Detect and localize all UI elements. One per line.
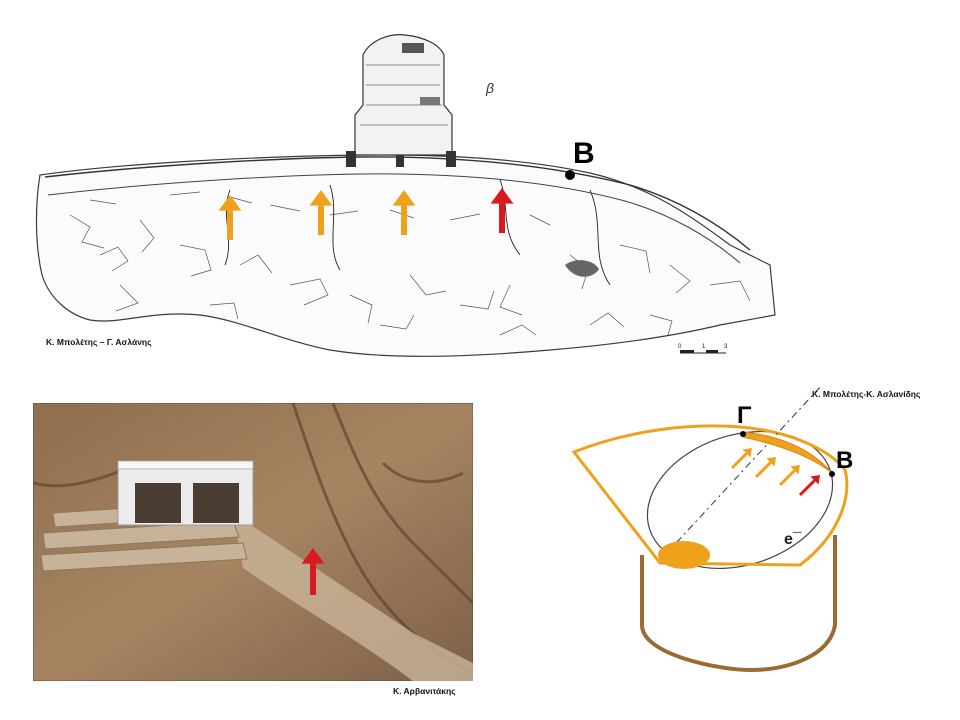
- stone-frames: [117, 460, 254, 526]
- orange-outline: [571, 424, 849, 567]
- ledge-band-lower: [47, 173, 741, 264]
- schema-arrow-3: [778, 465, 800, 487]
- label-gamma: Γ: [737, 402, 752, 429]
- schema-credit: Κ. Μπολέτης-Κ. Ασλανίδης: [812, 389, 921, 399]
- scale-mid: 1: [702, 344, 706, 350]
- scale-bar: 0 1 3: [678, 344, 728, 354]
- point-gamma-marker: [740, 431, 746, 437]
- rock-cracks: [224, 179, 611, 286]
- survey-arrow-4: [490, 188, 514, 233]
- cavity: [565, 260, 599, 277]
- survey-arrow-3: [392, 190, 416, 235]
- orange-blob: [658, 541, 710, 569]
- photo-arrow: [301, 548, 325, 595]
- cylinder-body: [640, 535, 837, 673]
- tower-structure: [346, 34, 456, 167]
- schema-arrow-group: [730, 448, 820, 497]
- survey-arrow: [218, 188, 514, 240]
- scale-start: 0: [678, 344, 682, 350]
- survey-drawing: β B 0 1 3: [35, 34, 776, 358]
- slope-band: [233, 513, 473, 681]
- survey-arrow-2: [309, 190, 333, 235]
- north-glyph: β: [485, 80, 494, 96]
- schematic-diagram: Γ B e¯: [571, 385, 853, 673]
- aerial-photo: [33, 403, 473, 681]
- schema-arrow-2: [754, 457, 776, 479]
- dashed-axis: [664, 385, 823, 556]
- schema-arrow-1: [730, 448, 752, 470]
- survey-credit: Κ. Μπολέτης – Γ. Ασλάνης: [46, 337, 152, 347]
- label-electron: e¯: [784, 531, 802, 548]
- schema-arrow-red: [798, 475, 820, 497]
- point-beta-marker: [829, 471, 835, 477]
- label-beta: B: [836, 447, 853, 474]
- photo-credit: Κ. Αρβανιτάκης: [393, 686, 456, 696]
- point-b-marker: [565, 170, 575, 180]
- survey-arrow-1: [218, 195, 242, 240]
- photo-arrow-red: [301, 548, 325, 595]
- scale-end: 3: [724, 344, 728, 350]
- point-b-label: B: [573, 137, 595, 170]
